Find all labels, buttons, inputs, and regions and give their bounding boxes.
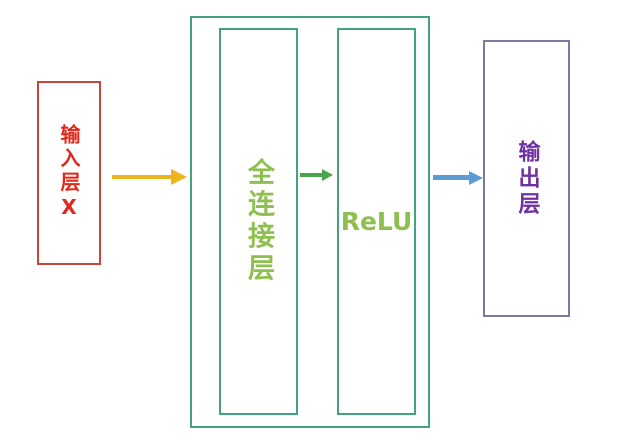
fc-to-relu-arrow [300,169,333,181]
input-layer-box: 输入层X [37,81,101,265]
hidden-layer-container-box [190,16,430,428]
arrow-head-icon [322,169,333,181]
fully-connected-layer-box: 全连接层 [219,28,298,415]
arrow-shaft [433,175,469,180]
container-to-output-arrow [433,170,483,185]
relu-box: ReLU [337,28,416,415]
output-layer-label: 输出层 [514,139,540,218]
arrow-head-icon [469,170,483,185]
fully-connected-layer-label: 全连接层 [243,157,274,286]
arrow-shaft [300,173,322,177]
arrow-shaft [112,174,171,179]
output-layer-box: 输出层 [483,40,570,317]
arrow-head-icon [171,168,187,185]
input-layer-label: 输入层X [57,123,81,223]
input-to-container-arrow [112,168,187,185]
relu-label: ReLU [340,207,413,236]
